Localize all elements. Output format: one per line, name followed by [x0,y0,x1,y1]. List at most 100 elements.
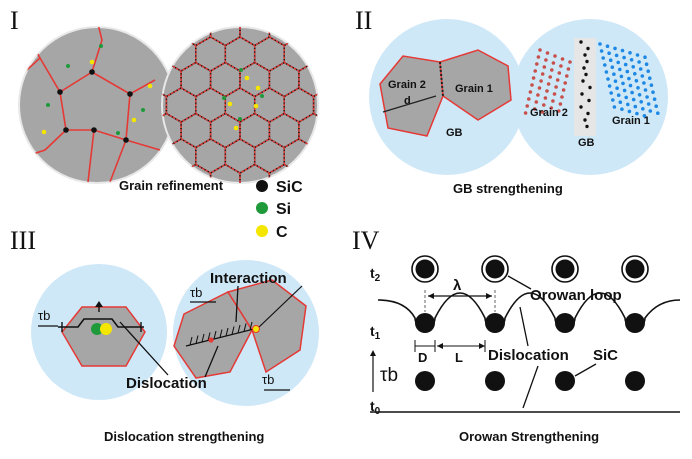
panel-caption: Orowan Strengthening [459,429,599,444]
diameter-label: D [418,350,427,365]
gb-atom [585,59,589,64]
grain-1-atom [637,60,641,64]
boundary-sic-dots [343,37,372,71]
grain-1-atom-lattice [598,42,660,118]
grain-2-atom [540,110,544,114]
grain-1-atom [631,65,635,69]
dislocation-label: Dislocation [126,375,207,392]
grain-1-atom [626,102,630,107]
sic-particle [485,313,505,333]
si-particle [91,323,103,335]
fine-grain [137,0,167,20]
panel-caption: Grain refinement [119,178,224,193]
dislocation-arrow-down [522,365,539,409]
grain-1-atom [615,86,619,90]
gb-atom [579,105,583,109]
pileup-dislocation [195,335,199,344]
grain-1-atom [611,98,615,102]
grain-1-atom [635,53,640,57]
boundary-sic-dots [328,165,358,199]
boundary-sic-dots [162,27,182,47]
grain-2-atom [563,81,567,85]
grain-2-atom [542,103,546,107]
pileup-dislocation [237,324,241,334]
legend-item-sic: SiC [256,179,303,196]
si-legend-marker [256,202,268,214]
grain-2-atom [530,83,534,87]
slip-plane-line [185,327,259,347]
grain-1-atom [619,74,624,79]
legend: SiC Si C [256,179,303,241]
grain-1-atom [614,53,619,58]
pileup-dislocation [231,326,235,335]
fine-grain [343,88,372,122]
time-label-t1: t1 [370,323,381,342]
grain-1-atom [622,55,626,60]
grain-2-atom [525,104,529,108]
dislocation-arrow-right [204,345,219,378]
grain-2-label: Grain 2 [530,107,568,119]
grain-1-atom [624,95,628,100]
shear-stress-label-top: τb [190,285,202,300]
boundary-sic-dots [166,190,195,224]
grain-1-atom [598,42,602,46]
grain-1-atom [610,65,615,69]
grain-2-atom [536,55,541,59]
grain-2-atom [551,61,556,65]
sic-particle [555,313,575,333]
panel-dislocation-strengthening: III τb τb τb In [10,226,319,444]
grain-1-atom [652,97,657,101]
fine-grain [343,37,372,71]
grain-1-atom [620,48,625,53]
grain-1-atom [656,111,660,115]
grain-1-atom [616,60,620,65]
grain-2-label: Grain 2 [388,79,426,91]
fine-grain [358,165,387,199]
boundary-sic-dots [343,139,372,173]
fine-grain [225,190,254,224]
dislocation-pileup [189,321,253,346]
grain-2-atom [534,100,539,104]
boundary-sic-dots [137,0,167,20]
grain-1-atom [640,74,645,78]
c-particle [100,323,112,335]
boundary-sic-dots [255,0,285,20]
orowan-loop [621,255,649,283]
boundary-sic-dots [314,190,344,224]
sic-label: SiC [593,347,618,364]
grain-2-atom [557,71,562,75]
panel-caption: GB strengthening [453,181,563,196]
grain-1-label: Grain 1 [612,115,650,127]
time-label-t2: t2 [370,265,381,284]
grain-1-atom [654,104,658,108]
fine-grain [343,139,372,173]
shear-stress-label-bottom: τb [262,372,274,387]
panel-roman-numeral: III [10,226,36,255]
fine-grain [137,190,167,224]
fine-grain [328,63,358,97]
grain-1-shape [439,49,512,121]
boundary-sic-dots [312,36,318,72]
grain-2-atom [558,102,563,106]
grain-1-atom [621,81,625,86]
grain-1-atom [607,84,612,88]
gb-atom [579,40,583,44]
orowan-loop [411,255,439,283]
lambda-label: λ [453,277,462,294]
grain-2-atom [545,51,550,55]
grain-1-atom [643,88,648,92]
grain-1-atom [646,69,650,73]
grain-2-atom [559,64,563,68]
fine-grain [225,0,254,20]
panel-orowan-strengthening: IV t2 t1 t0 λ D [352,226,681,444]
shear-stress-indicator: τb [370,350,398,392]
spacing-label: L [455,350,463,365]
fine-grain [108,0,137,20]
boundary-sic-dots [196,0,226,20]
grain-2-atom [540,72,545,76]
grain-2-atom [549,106,554,110]
grain-1-atom [627,109,632,114]
boundary-sic-dots [343,88,372,122]
grain-1-atom [649,83,654,87]
